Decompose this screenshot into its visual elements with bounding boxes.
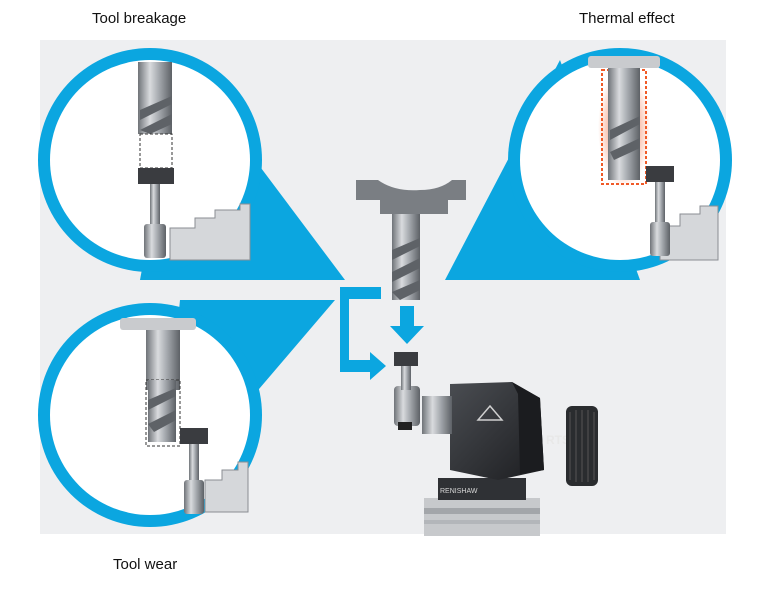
spindle-and-tool [356,180,466,300]
right-arrow [340,290,386,380]
label-thermal-effect: Thermal effect [579,10,675,27]
label-tool-breakage: Tool breakage [92,10,187,27]
thermal-scene [588,56,719,261]
stylus-stem [401,366,411,390]
tool-setting-probe: RENISHAW RTS [394,352,598,536]
stylus-tip [394,352,418,366]
callout-tool-breakage [38,48,345,280]
flow-arrows [340,287,424,380]
worn-tool [148,380,176,442]
callout-lens-breakage [50,60,250,260]
brand-marking: RENISHAW [440,488,478,495]
probe-base [424,498,540,536]
down-arrow [390,306,424,344]
wear-scene [120,318,249,514]
label-tool-wear: Tool wear [113,556,178,573]
callout-tool-wear [38,300,335,527]
breakage-scene [138,62,251,261]
spindle-holder [356,180,466,214]
probe-marking: RTS [546,433,570,447]
callout-thermal-effect [445,48,732,280]
